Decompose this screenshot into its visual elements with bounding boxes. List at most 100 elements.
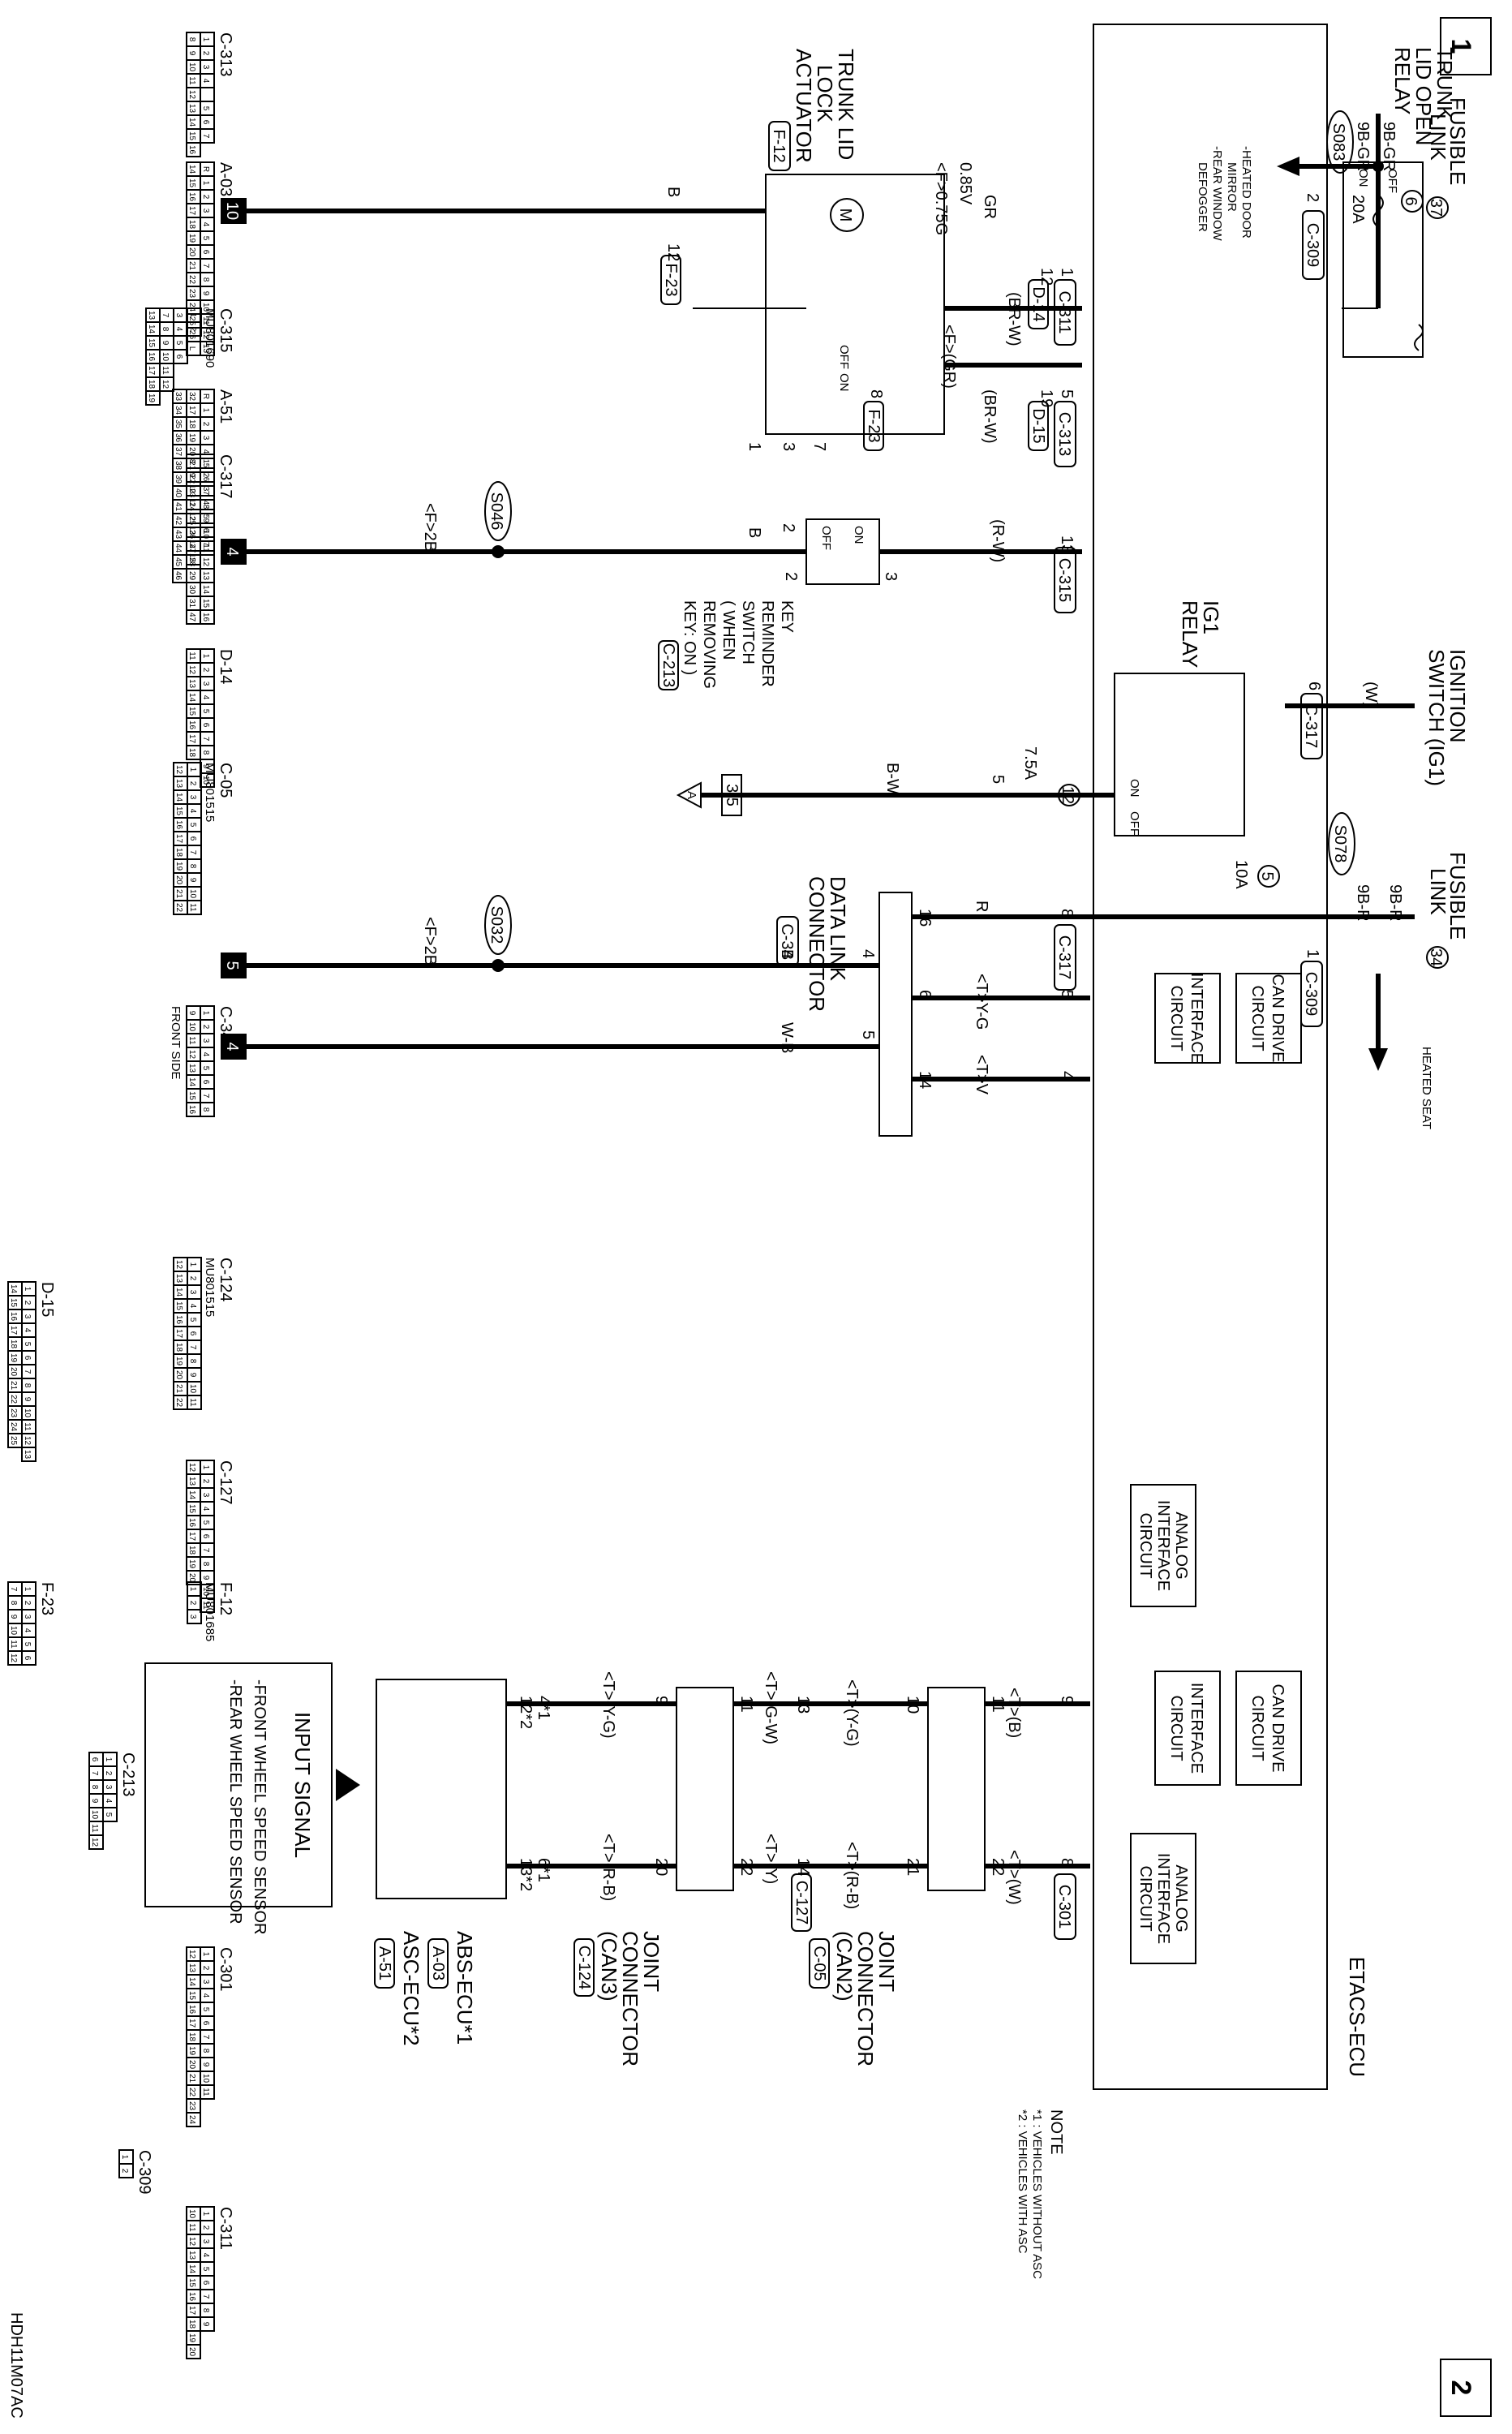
connector-pin: 9 — [90, 1799, 99, 1804]
actuator-switch-off: OFF — [837, 345, 851, 369]
connector-pin: 13 — [187, 679, 196, 689]
ground-4-a: 4 — [223, 547, 241, 556]
connector-cavity — [186, 1570, 201, 1585]
connector-pin: 11 — [188, 1398, 197, 1407]
trunk-relay-on: ON — [1356, 169, 1370, 187]
connector-pin: 5 — [201, 106, 210, 111]
abs-ecu-conn: A-03 — [429, 1946, 447, 1980]
ig-out-ref-box — [721, 774, 742, 816]
connector-pin: 6 — [201, 528, 210, 533]
w2-f-pin: 8 — [867, 389, 885, 398]
analog-1-l1: ANALOG — [1172, 1512, 1190, 1579]
connector-pin: 36 — [174, 433, 183, 443]
connector-pin: 9 — [201, 2062, 210, 2067]
connector-part: MU801515 — [203, 763, 217, 822]
connector-pin: 15 — [187, 1504, 196, 1514]
connector-pin: 38 — [174, 461, 183, 471]
connector-pin: 7 — [201, 1548, 210, 1553]
connector-id: A-51 — [217, 389, 234, 424]
interface-2-l2: CIRCUIT — [1167, 1695, 1185, 1761]
connector-pin: 26 — [187, 330, 196, 340]
connector-pin: 4 — [104, 1799, 113, 1804]
connector-pin: 4 — [201, 449, 210, 454]
connector-pin: 7 — [201, 737, 210, 742]
w3-conn: C-315 — [1055, 558, 1073, 602]
ground-wire-label: B — [664, 187, 682, 197]
jc3-conn: C-124 — [575, 1946, 593, 1989]
connector-pin: 5 — [201, 2007, 210, 2012]
connector-pin: 9 — [187, 51, 196, 56]
connector-pin: 12 — [201, 330, 210, 340]
actuator-pin-2: 2 — [780, 523, 797, 532]
connector-pin: 16 — [9, 1312, 18, 1322]
interface-1-l2: CIRCUIT — [1167, 985, 1185, 1051]
connector-pin: 14 — [187, 1077, 196, 1087]
connector-cavity — [200, 87, 215, 102]
connector-pin: 14 — [187, 1977, 196, 1987]
connector-pin: 20 — [9, 1367, 18, 1377]
connector-pin: 18 — [147, 380, 156, 389]
connector-pin: 15 — [187, 178, 196, 188]
connector-id: D-15 — [38, 1282, 56, 1317]
connector-pin: 19 — [174, 862, 183, 871]
c127-color-l: <T>(G-W) — [762, 1671, 780, 1744]
connector-pin: 19 — [187, 1559, 196, 1569]
connector-pin: 16 — [187, 2292, 196, 2302]
connector-pin: 9 — [201, 764, 210, 769]
connector-pin: 3 — [201, 209, 210, 213]
connector-pin: 20 — [187, 247, 196, 257]
can-h-color: <T>(W) — [1005, 1850, 1023, 1905]
connector-pin: 12 — [187, 2237, 196, 2247]
data-link-box — [878, 892, 913, 1137]
analog-box-2 — [1130, 1833, 1196, 1964]
w1-alt: (BR-W) — [1005, 292, 1023, 346]
connector-pin: 9 — [9, 1615, 18, 1619]
connector-pin: 20 — [187, 1573, 196, 1583]
connector-pin: 20 — [174, 875, 183, 885]
connector-pin: 4 — [188, 1304, 197, 1309]
connector-pin: 2 — [201, 1479, 210, 1484]
interface-2-l1: INTERFACE — [1188, 1683, 1205, 1774]
abs-ecu-box — [376, 1679, 507, 1899]
connector-pin: 14 — [174, 793, 183, 802]
connector-pin: 44 — [174, 544, 183, 553]
connector-pin: 10 — [187, 2209, 196, 2219]
connector-pin: 2 — [188, 1601, 197, 1606]
page-marker-bottom — [1440, 2359, 1492, 2417]
connector-pin: 3 — [188, 1615, 197, 1619]
connector-pin: 5 — [104, 1813, 113, 1817]
connector-pin: 9 — [201, 2322, 210, 2327]
connector-pin: 9 — [188, 1373, 197, 1378]
actuator-motor-m: M — [836, 209, 854, 222]
connector-pin: 8 — [187, 459, 196, 464]
connector-pin: 25 — [187, 316, 196, 326]
w1-pin: 1 — [1058, 268, 1076, 277]
jc3-box — [676, 1687, 734, 1891]
connector-pin: 1 — [201, 1011, 210, 1016]
connector-c-301: C-30112345678910111213141516171819202122… — [186, 1946, 234, 2127]
connector-pin: 5 — [201, 463, 210, 468]
fl34-branch-1: HEATED SEAT — [1420, 1047, 1433, 1129]
connector-pin: 5 — [188, 1318, 197, 1322]
connector-pin: 13 — [187, 1064, 196, 1073]
connector-pin: 15 — [187, 1991, 196, 2001]
splice-s078: S078 — [1331, 825, 1349, 863]
connector-cavity — [186, 2112, 201, 2127]
connector-pin: 14 — [187, 693, 196, 703]
connector-pin: 17 — [187, 2019, 196, 2028]
can-drive-1-l2: CIRCUIT — [1248, 985, 1266, 1051]
connector-pin: 40 — [174, 488, 183, 498]
connector-pin: 6 — [201, 2281, 210, 2286]
connector-pin: 8 — [201, 1562, 210, 1567]
actuator-title-3: ACTUATOR — [792, 49, 816, 163]
connector-pin: 30 — [187, 585, 196, 595]
note-title: NOTE — [1047, 2109, 1065, 2155]
connector-pin: 2 — [188, 327, 197, 332]
connector-pin: 1 — [201, 459, 210, 464]
connector-pin: 6 — [23, 1656, 32, 1661]
fuse-12-number: 12 — [1059, 786, 1076, 804]
trunk-relay-coil — [1414, 324, 1424, 351]
connector-d-15: D-15123456789101112131415161718192021222… — [7, 1281, 56, 1462]
